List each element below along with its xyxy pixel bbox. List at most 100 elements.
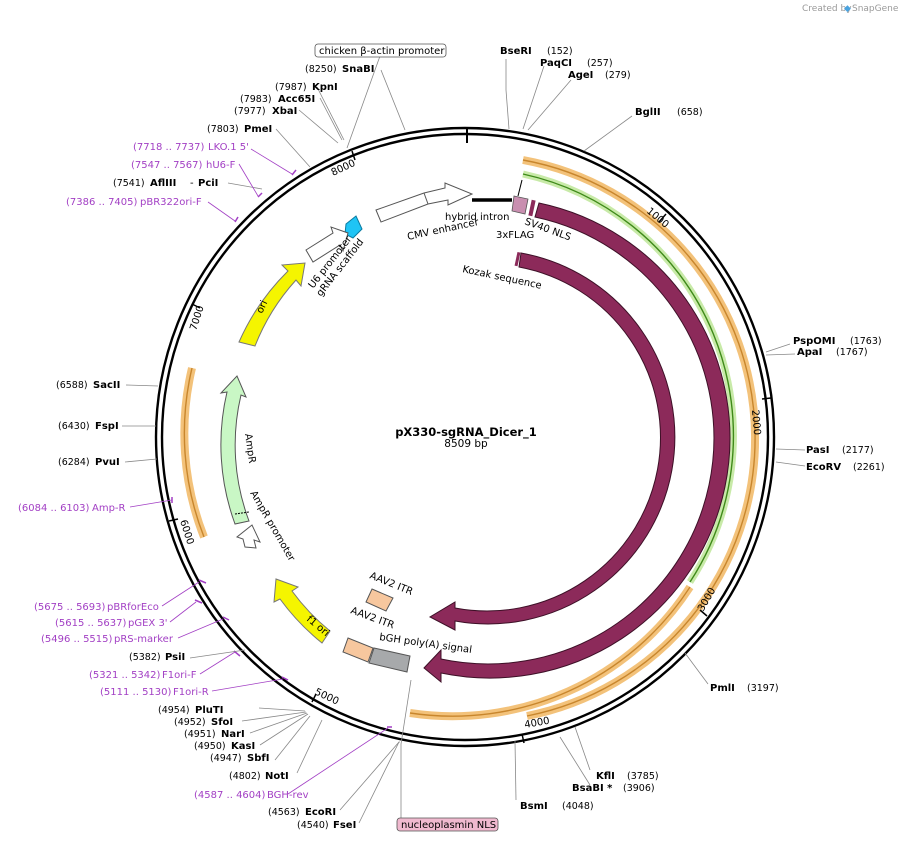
snapgene-logo-icon: ◆ xyxy=(844,4,851,14)
primer-f1orif[interactable]: F1ori-F xyxy=(162,670,197,681)
site-pluti[interactable]: PluTI xyxy=(195,705,223,716)
site-paqci-pos: (257) xyxy=(587,58,613,69)
npnls-callout[interactable]: nucleoplasmin NLS xyxy=(396,817,499,832)
scale-ticks xyxy=(168,150,772,744)
bgh-polya-box[interactable] xyxy=(368,647,411,673)
site-nari[interactable]: NarI xyxy=(221,729,245,740)
site-afliii-pos: (7541) xyxy=(113,178,145,189)
site-ecorv-pos: (2261) xyxy=(853,462,885,473)
site-pmli-pos: (3197) xyxy=(747,683,779,694)
site-psii[interactable]: PsiI xyxy=(165,652,185,663)
f1-ori-arrow[interactable] xyxy=(273,578,331,644)
cba-promoter-label: chicken β-actin promoter xyxy=(319,46,445,57)
plasmid-name: pX330-sgRNA_Dicer_1 xyxy=(395,425,537,440)
sv40-nls-block[interactable] xyxy=(511,195,529,215)
site-xbai-pos: (7977) xyxy=(234,106,266,117)
site-xbai[interactable]: XbaI xyxy=(272,106,297,117)
primer-ampr-pos: (6084 .. 6103) xyxy=(18,503,90,514)
primer-prsmarker[interactable]: pRS-marker xyxy=(114,634,174,645)
ampr-arrow[interactable] xyxy=(219,375,250,525)
aav2-itr-box-2[interactable] xyxy=(342,637,374,663)
primer-bghrev[interactable]: BGH-rev xyxy=(267,790,309,801)
site-sfoi-pos: (4952) xyxy=(174,717,206,728)
orange-band-bottom-line xyxy=(409,586,691,717)
site-afliii[interactable]: AflIII xyxy=(150,178,176,189)
primer-hu6f[interactable]: hU6-F xyxy=(206,160,236,171)
aav2-itr-label-2: AAV2 ITR xyxy=(349,605,396,631)
site-bsmi-pos: (4048) xyxy=(562,801,594,812)
cas9-inner-arrow[interactable] xyxy=(428,252,676,631)
primer-pgex3-pos: (5615 .. 5637) xyxy=(55,618,127,629)
site-snabi[interactable]: SnaBI xyxy=(342,64,374,75)
site-pcii[interactable]: PciI xyxy=(198,178,218,189)
site-kpni-pos: (7987) xyxy=(275,82,307,93)
site-afliii-dash: - xyxy=(190,178,194,189)
credit-prefix: Created by xyxy=(802,4,852,14)
3xflag-block[interactable] xyxy=(528,199,536,217)
site-leader-lines xyxy=(122,55,806,824)
site-psii-pos: (5382) xyxy=(129,652,161,663)
primer-lko1[interactable]: LKO.1 5' xyxy=(208,142,249,153)
site-paqci[interactable]: PaqCI xyxy=(540,58,572,69)
site-pmli[interactable]: PmlI xyxy=(710,683,735,694)
primer-pbrforeco-pos: (5675 .. 5693) xyxy=(34,602,106,613)
primer-pgex3[interactable]: pGEX 3' xyxy=(128,618,168,629)
primer-leader-lines xyxy=(129,148,389,795)
site-pvui[interactable]: PvuI xyxy=(95,457,120,468)
site-pluti-pos: (4954) xyxy=(158,705,190,716)
site-sacii[interactable]: SacII xyxy=(93,380,120,391)
site-fspi-pos: (6430) xyxy=(58,421,90,432)
site-fsei[interactable]: FseI xyxy=(333,820,356,831)
ampr-promoter-arrow[interactable] xyxy=(235,524,261,549)
green-band-line xyxy=(522,173,735,583)
aav2-itr-box-1[interactable] xyxy=(365,588,394,612)
site-pasi[interactable]: PasI xyxy=(806,445,829,456)
site-kasi[interactable]: KasI xyxy=(231,741,255,752)
site-acc65i[interactable]: Acc65I xyxy=(278,94,315,105)
site-apai[interactable]: ApaI xyxy=(797,347,822,358)
ori-arrow[interactable] xyxy=(238,262,306,347)
site-sbfi[interactable]: SbfI xyxy=(247,753,269,764)
cas9-outer-arrow[interactable] xyxy=(423,202,731,684)
plasmid-size: 8509 bp xyxy=(444,438,488,450)
site-pmei[interactable]: PmeI xyxy=(244,124,272,135)
site-agei[interactable]: AgeI xyxy=(568,70,593,81)
site-bsabi[interactable]: BsaBI * xyxy=(572,783,613,794)
site-bsabi-pos: (3906) xyxy=(623,783,655,794)
tick-5000: 5000 xyxy=(313,687,341,708)
site-kpni[interactable]: KpnI xyxy=(312,82,338,93)
ampr-label: AmpR xyxy=(242,433,257,464)
site-pspomi[interactable]: PspOMI xyxy=(793,336,835,347)
site-ecorv[interactable]: EcoRV xyxy=(806,462,841,473)
site-kfli[interactable]: KflI xyxy=(596,771,615,782)
site-bsmi[interactable]: BsmI xyxy=(520,801,548,812)
site-sbfi-pos: (4947) xyxy=(210,753,242,764)
primer-prsmarker-pos: (5496 .. 5515) xyxy=(41,634,113,645)
site-noti[interactable]: NotI xyxy=(265,771,289,782)
primer-pbrforeco[interactable]: pBRforEco xyxy=(107,602,159,613)
site-ecori[interactable]: EcoRI xyxy=(305,807,336,818)
cmv-enhancer-arrow[interactable] xyxy=(375,182,474,223)
backbone-inner-ring xyxy=(160,132,770,742)
cba-promoter-callout[interactable]: chicken β-actin promoter xyxy=(314,43,447,58)
site-pasi-pos: (2177) xyxy=(842,445,874,456)
primer-bghrev-pos: (4587 .. 4604) xyxy=(194,790,266,801)
u6-promoter-arrow[interactable] xyxy=(305,226,349,263)
orange-band-left-line xyxy=(183,367,205,538)
kozak-block[interactable] xyxy=(514,251,521,267)
tick-4000: 4000 xyxy=(524,716,551,731)
site-pvui-pos: (6284) xyxy=(58,457,90,468)
ampr-promoter-label: AmpR promoter xyxy=(247,489,297,564)
primer-f1orir[interactable]: F1ori-R xyxy=(173,687,209,698)
site-pmei-pos: (7803) xyxy=(207,124,239,135)
primer-lko1-pos: (7718 .. 7737) xyxy=(133,142,205,153)
site-agei-pos: (279) xyxy=(605,70,631,81)
site-bglii[interactable]: BglII xyxy=(635,107,661,118)
site-fspi[interactable]: FspI xyxy=(95,421,119,432)
site-bseri[interactable]: BseRI xyxy=(500,46,532,57)
site-sfoi[interactable]: SfoI xyxy=(211,717,233,728)
primer-ampr[interactable]: Amp-R xyxy=(92,503,126,514)
backbone-outer-ring xyxy=(154,126,776,748)
primer-pbr322orif[interactable]: pBR322ori-F xyxy=(140,197,202,208)
